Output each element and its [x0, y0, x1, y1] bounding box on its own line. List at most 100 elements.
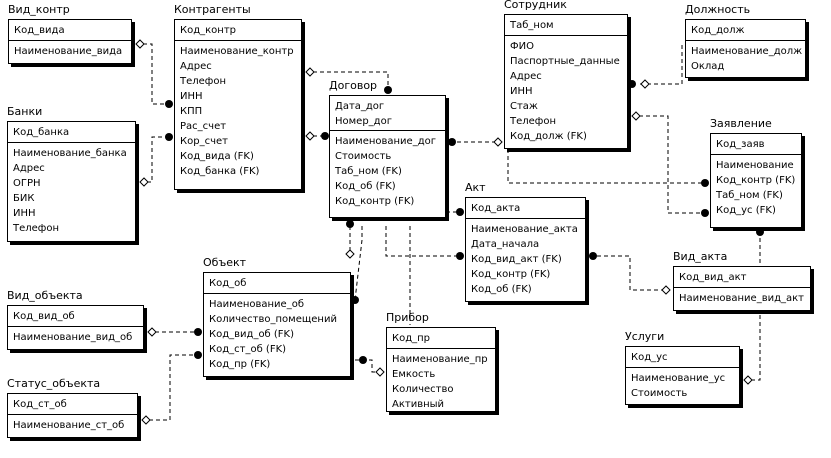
primary-key-section: Код_пр — [387, 328, 495, 349]
attribute-field: Телефон — [180, 76, 227, 87]
many-end-dot — [456, 208, 464, 216]
optional-end-diamond — [661, 285, 671, 295]
many-end-dot — [351, 296, 359, 304]
rel-vidkontr-kontr — [136, 43, 170, 105]
attribute-field: Таб_ном (FK) — [716, 190, 783, 201]
optional-end-diamond — [135, 39, 145, 49]
entity-title: Заявление — [710, 117, 772, 130]
entity-title: Сотрудник — [504, 0, 567, 11]
attribute-field: Адрес — [510, 71, 542, 82]
attribute-field: ФИО — [510, 41, 534, 52]
rel-banki-kontr — [140, 136, 170, 183]
rel-dog-akt-2 — [385, 226, 462, 257]
attribute-field: Наименование_об — [209, 299, 304, 310]
attributes-section: Наименование_вида — [9, 41, 131, 59]
attribute-field: Код_вид_акт (FK) — [471, 254, 562, 265]
attribute-field: Наименование_вида — [14, 46, 123, 57]
attribute-field: Код_долж (FK) — [510, 131, 587, 142]
primary-key-field: Код_банка — [13, 127, 70, 138]
optional-end-diamond — [375, 367, 385, 377]
primary-key-field: Код_ст_об — [13, 399, 67, 410]
attribute-field: Наименование_контр — [180, 46, 294, 57]
primary-key-field: Код_контр — [180, 25, 237, 36]
entity-title: Акт — [465, 181, 486, 194]
attribute-field: Код_ст_об (FK) — [209, 344, 287, 355]
many-end-dot — [756, 228, 764, 236]
optional-end-diamond — [743, 375, 753, 385]
primary-key-field: Дата_дог — [335, 101, 385, 112]
many-end-dot — [321, 132, 329, 140]
attribute-field: БИК — [13, 193, 35, 204]
primary-key-section: Код_заяв — [711, 134, 801, 155]
many-end-dot — [165, 133, 173, 141]
optional-end-diamond — [631, 111, 641, 121]
attribute-field: КПП — [180, 106, 203, 117]
primary-key-section: Код_об — [204, 273, 350, 294]
primary-key-section: Код_долж — [686, 20, 805, 41]
attribute-field: Код_контр (FK) — [335, 196, 415, 207]
primary-key-field: Номер_дог — [335, 116, 392, 127]
primary-key-section: Код_контр — [175, 20, 301, 41]
attribute-field: Рас_счет — [180, 121, 227, 132]
optional-end-diamond — [139, 177, 149, 187]
attribute-field: Кор_счет — [180, 136, 228, 147]
attributes-section: Наименование_вид_об — [8, 327, 143, 345]
attribute-field: Код_банка (FK) — [180, 166, 260, 177]
primary-key-section: Код_вида — [9, 20, 131, 41]
primary-key-field: Код_вид_акт — [679, 272, 747, 283]
entity-title: Вид_контр — [8, 3, 70, 16]
attribute-field: Наименование_вид_акт — [679, 293, 805, 304]
attribute-field: Адрес — [13, 163, 45, 174]
entity-title: Контрагенты — [174, 3, 251, 16]
entity-title: Прибор — [386, 311, 429, 324]
attribute-field: Код_об (FK) — [335, 181, 396, 192]
attributes-section: Наименование_ст_об — [8, 415, 137, 433]
many-end-dot — [589, 252, 597, 260]
attribute-field: ИНН — [510, 86, 533, 97]
attribute-field: Код_пр (FK) — [209, 359, 271, 370]
attribute-field: Стоимость — [335, 151, 392, 162]
optional-end-diamond — [493, 137, 503, 147]
entity-title: Вид_акта — [673, 250, 728, 263]
attribute-field: Оклад — [691, 61, 725, 72]
primary-key-section: Код_вид_акт — [674, 267, 810, 288]
attribute-field: Стоимость — [631, 388, 688, 399]
primary-key-field: Код_вид_об — [13, 311, 75, 322]
many-end-dot — [628, 80, 636, 88]
many-end-dot — [165, 100, 173, 108]
attribute-field: ИНН — [180, 91, 203, 102]
optional-end-diamond — [345, 249, 355, 259]
rel-stob-obekt — [142, 354, 200, 421]
attribute-field: Код_об (FK) — [471, 284, 532, 295]
attribute-field: ИНН — [13, 208, 36, 219]
attribute-field: Наименование_пр — [392, 354, 488, 365]
entity-title: Объект — [203, 256, 247, 269]
primary-key-field: Код_об — [209, 278, 247, 289]
attribute-field: Емкость — [392, 369, 436, 380]
many-end-dot — [384, 86, 392, 94]
optional-end-diamond — [141, 415, 151, 425]
entity-title: Услуги — [625, 330, 665, 343]
attribute-field: Стаж — [510, 101, 538, 112]
attribute-field: Количество_помещений — [209, 314, 337, 325]
attribute-field: Телефон — [510, 116, 557, 127]
entity-title: Статус_объекта — [7, 377, 101, 390]
optional-end-diamond — [305, 67, 315, 77]
attribute-field: Наименование_банка — [13, 148, 127, 159]
attributes-section: Наименование_вид_акт — [674, 288, 810, 306]
rel-dolzh-sotr — [640, 45, 683, 85]
